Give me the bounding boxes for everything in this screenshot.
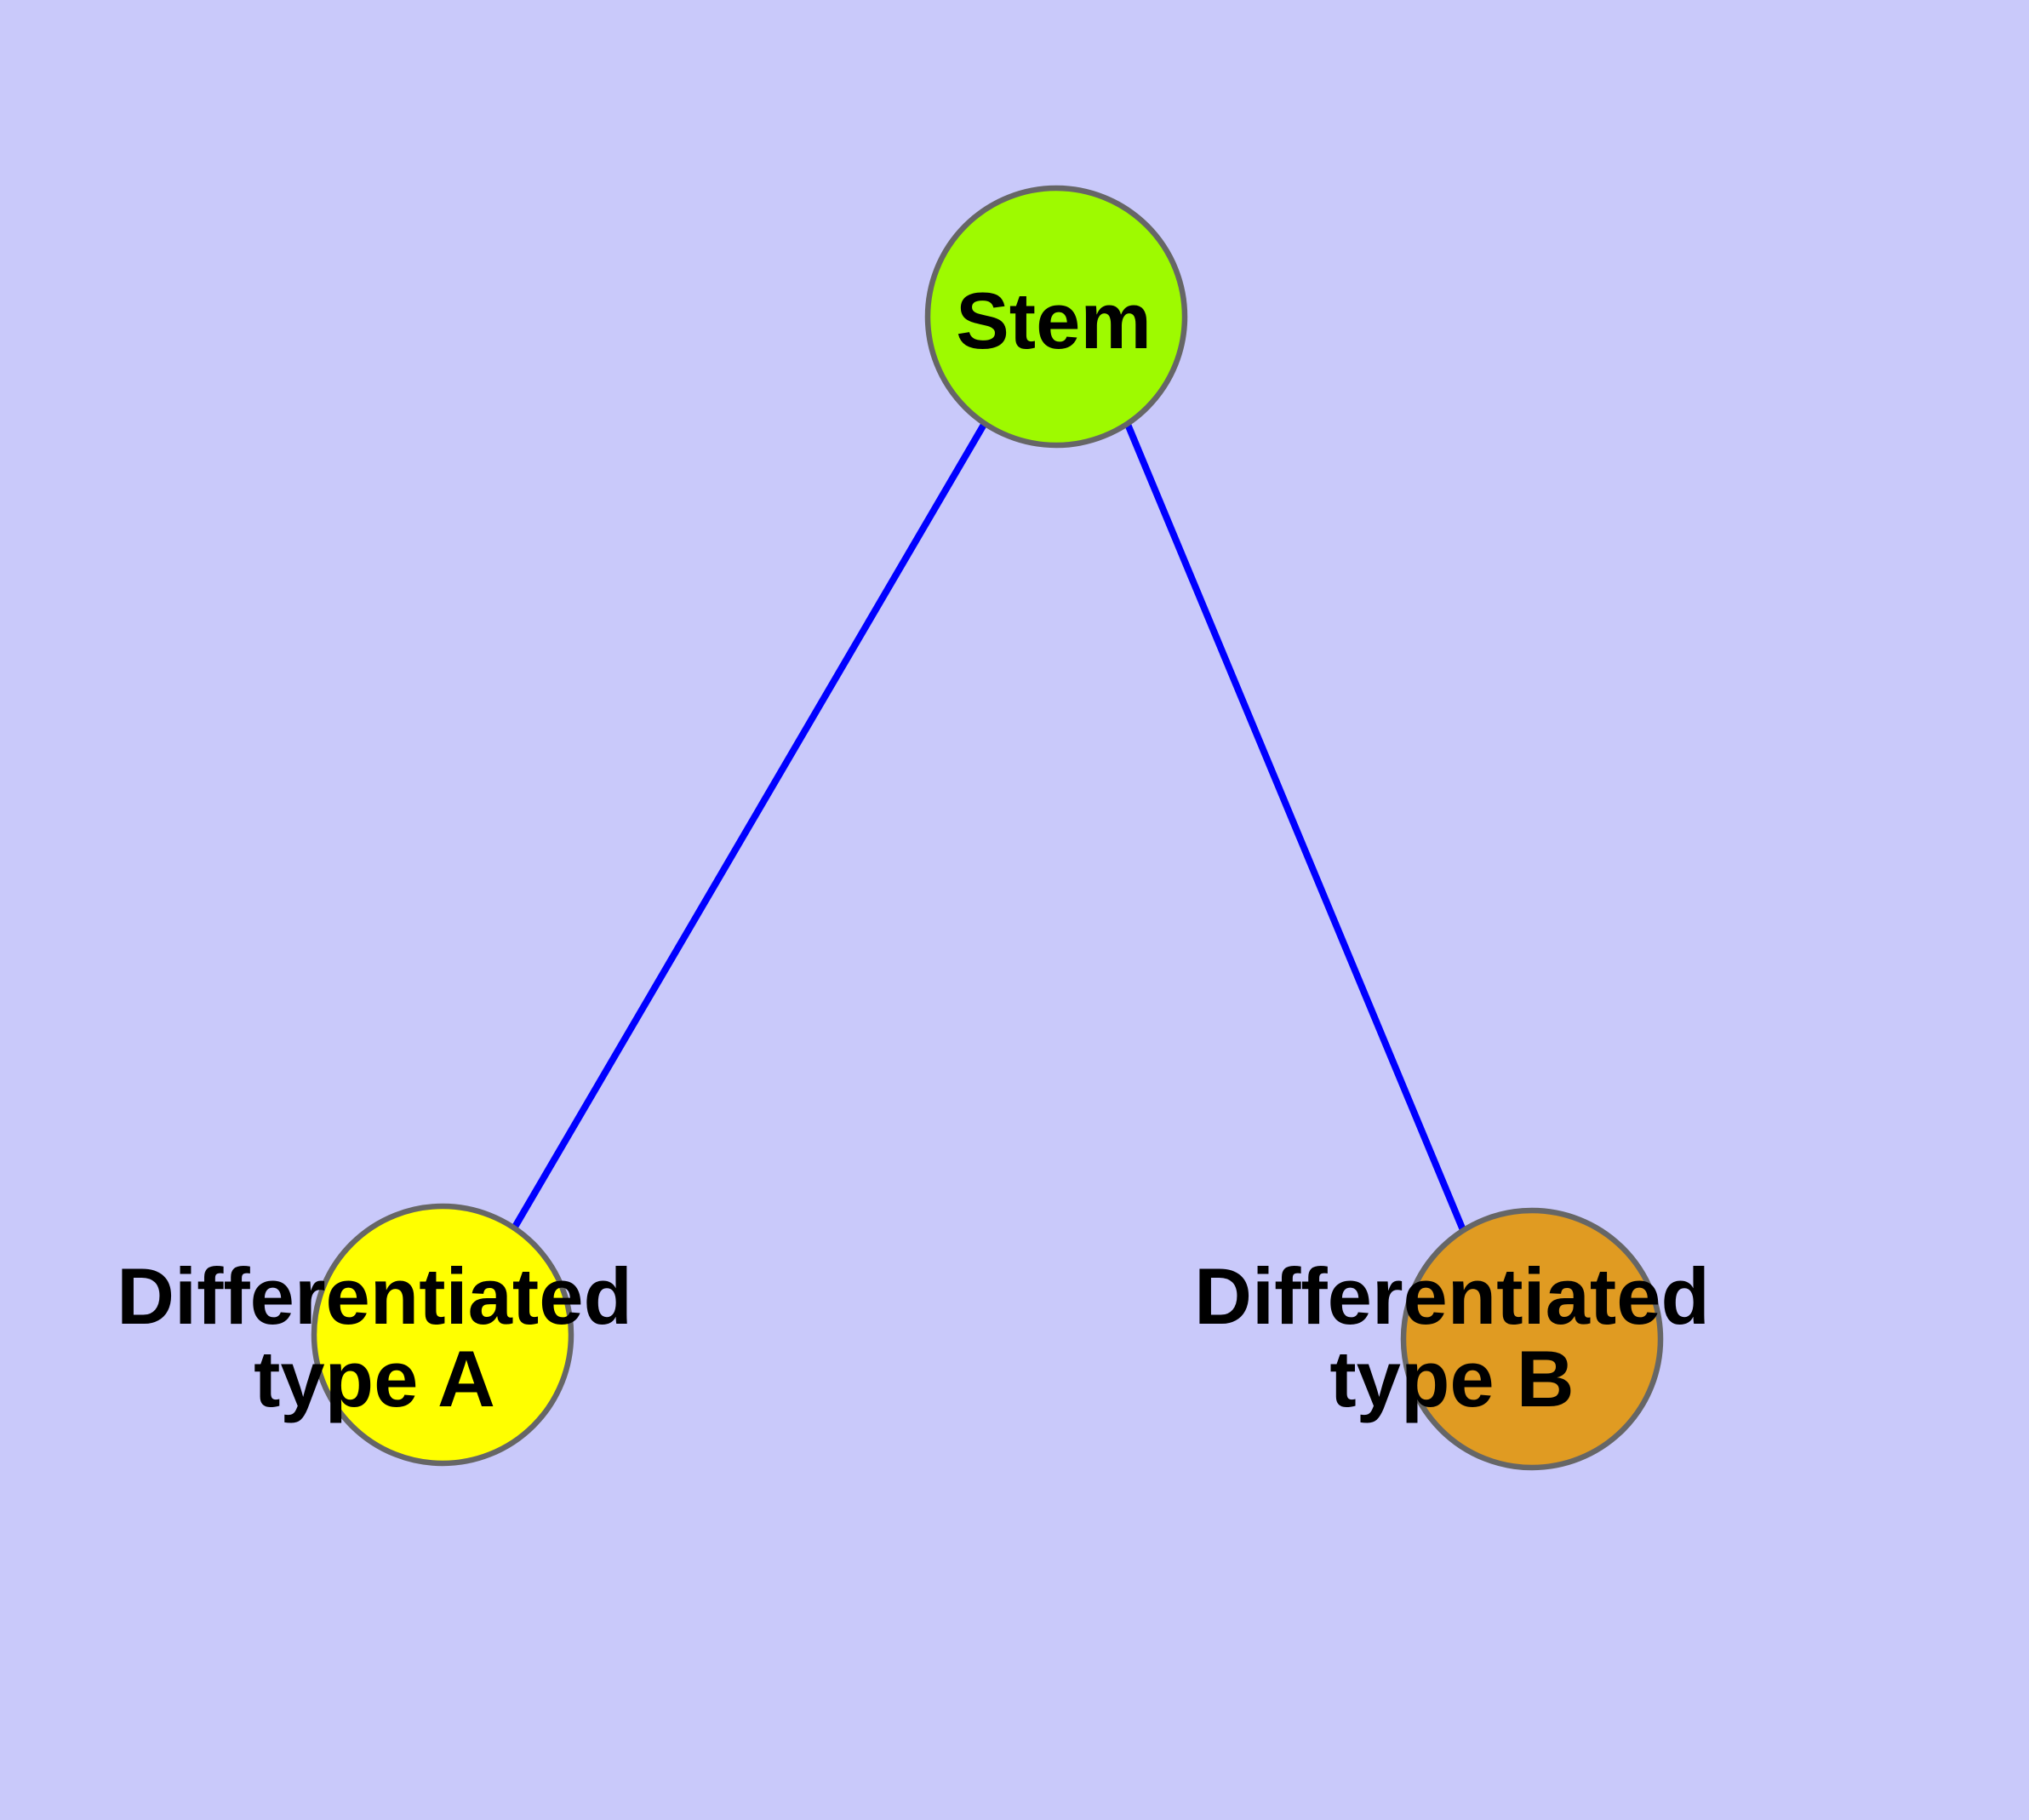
node-stem[interactable] (924, 185, 1188, 449)
node-differentiated-type-a[interactable] (311, 1203, 574, 1467)
node-diff-a-circle[interactable] (311, 1203, 574, 1467)
node-stem-label: Stem (956, 276, 1152, 365)
node-label-line: Stem (956, 276, 1152, 365)
node-stem-circle[interactable] (924, 185, 1188, 449)
node-diff-b-circle[interactable] (1400, 1207, 1664, 1471)
edge-layer (511, 421, 1466, 1232)
edge-stem-to-diff-b[interactable] (1123, 421, 1466, 1232)
edge-stem-to-diff-a[interactable] (511, 421, 988, 1231)
node-label-line: type B (1329, 1334, 1574, 1423)
node-label-line: type A (254, 1334, 495, 1423)
node-label-line: Differentiated (117, 1251, 632, 1341)
node-layer (311, 185, 1664, 1471)
node-label-line: Differentiated (1194, 1251, 1710, 1341)
node-differentiated-type-b[interactable] (1400, 1207, 1664, 1471)
